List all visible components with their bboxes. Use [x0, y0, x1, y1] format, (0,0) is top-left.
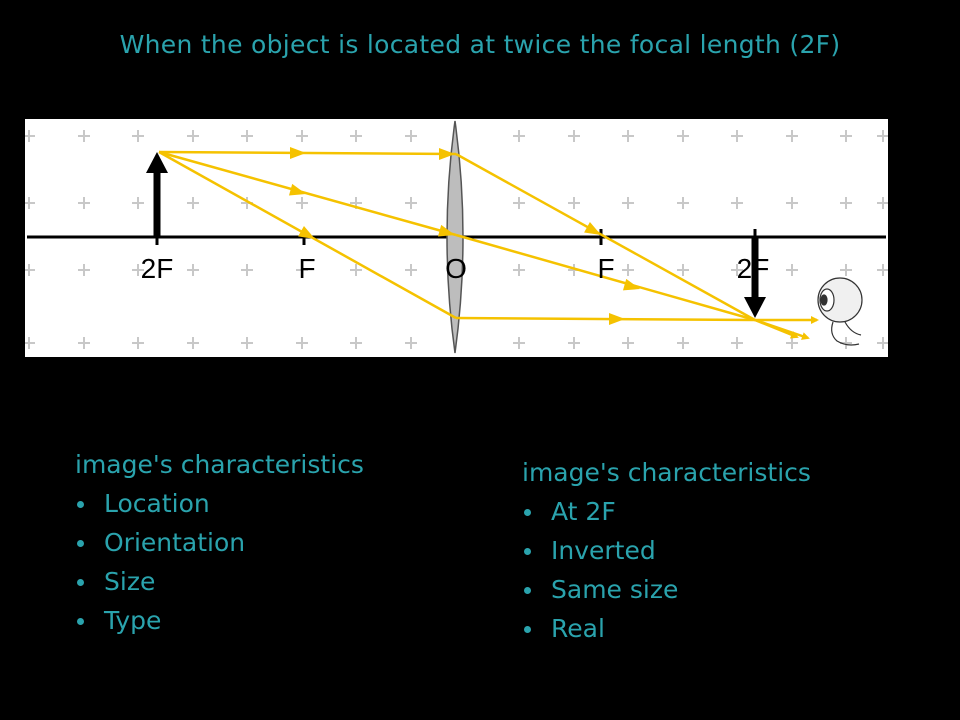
- slide-title: When the object is located at twice the …: [119, 30, 841, 59]
- ray-marker: [437, 224, 455, 237]
- lens-ray-diagram: 2F F O F 2F: [25, 119, 888, 357]
- center-ray-in: [158, 150, 457, 237]
- characteristics-items: At 2F Inverted Same size Real: [522, 492, 811, 648]
- list-item: Inverted: [522, 531, 811, 570]
- convex-lens: [446, 120, 464, 354]
- ray-direction-markers: [288, 147, 640, 325]
- ray-marker: [584, 221, 601, 235]
- label-optical-center: O: [445, 253, 467, 284]
- parallel-ray-out: [455, 152, 756, 322]
- list-item: At 2F: [522, 492, 811, 531]
- focal-ray-out: [455, 316, 756, 322]
- label-image-2f: 2F: [737, 253, 770, 284]
- list-item: Type: [75, 601, 364, 640]
- light-rays: [158, 150, 819, 340]
- ray-extension-3: [754, 318, 799, 339]
- list-item: Same size: [522, 570, 811, 609]
- object-arrowhead: [146, 152, 168, 173]
- characteristics-items: Location Orientation Size Type: [75, 484, 364, 640]
- ray-marker: [290, 147, 306, 159]
- list-item: Size: [75, 562, 364, 601]
- ray-marker: [439, 148, 455, 160]
- image-arrowhead: [744, 297, 766, 318]
- label-image-f: F: [597, 253, 614, 284]
- label-object-f: F: [298, 253, 315, 284]
- center-ray-out: [455, 233, 756, 322]
- list-item: Location: [75, 484, 364, 523]
- grid-crosses: [25, 130, 888, 349]
- list-heading: image's characteristics: [75, 450, 364, 479]
- observer-eye-icon: [817, 277, 863, 346]
- list-heading: image's characteristics: [522, 458, 811, 487]
- ray-marker: [288, 183, 306, 196]
- parallel-ray-in: [158, 150, 457, 156]
- characteristics-list-questions: image's characteristics Location Orienta…: [75, 445, 364, 640]
- label-object-2f: 2F: [141, 253, 174, 284]
- ray-marker: [622, 278, 640, 291]
- ray-diagram-svg: 2F F O F 2F: [25, 119, 888, 357]
- list-item: Real: [522, 609, 811, 648]
- characteristics-list-answers: image's characteristics At 2F Inverted S…: [522, 453, 811, 648]
- ray-marker: [609, 313, 625, 325]
- ray-marker: [298, 225, 315, 239]
- list-item: Orientation: [75, 523, 364, 562]
